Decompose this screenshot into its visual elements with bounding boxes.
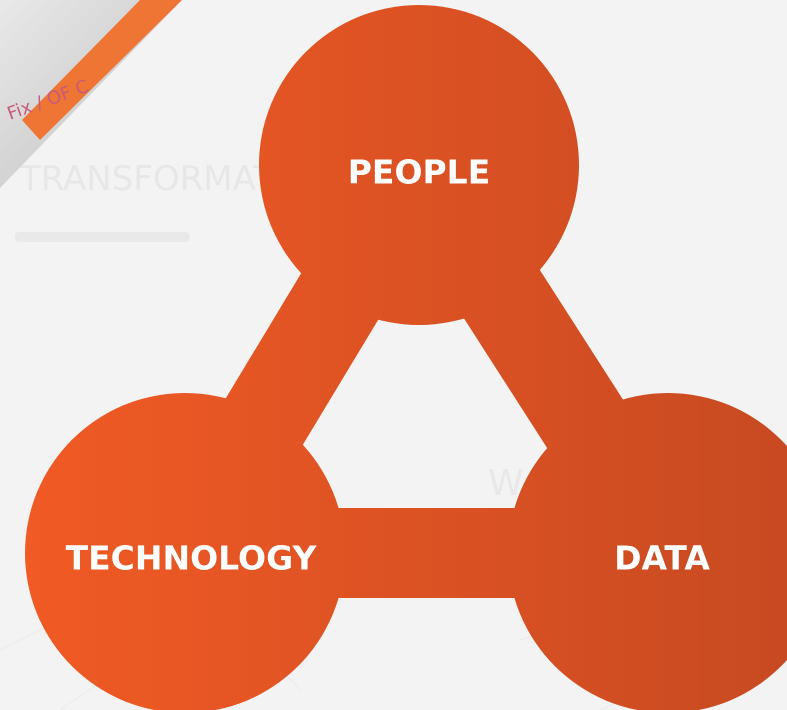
node-label-people: PEOPLE [348,153,491,192]
node-circle-data [508,393,787,710]
corner-accent-stripe [22,0,182,140]
faded-background-letter: W [488,463,524,504]
node-circle-people [259,5,579,325]
background-decoration: TRANSFORMATI W [0,159,787,710]
corner-photo-image [0,0,182,188]
corner-photo: Fix / OF C [0,0,182,188]
node-label-data: DATA [614,539,710,578]
faded-background-bar [15,232,190,242]
triad-group [25,5,787,710]
node-label-technology: TECHNOLOGY [66,539,318,578]
faded-background-text: TRANSFORMATI [19,159,284,199]
node-circle-technology [25,393,345,710]
